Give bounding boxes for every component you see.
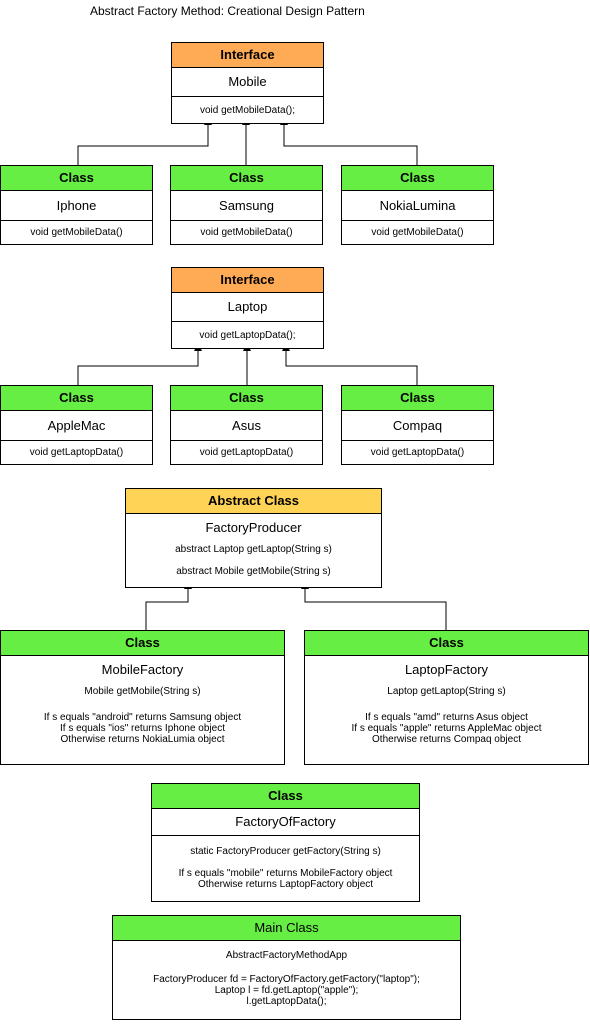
nokialumina-class-method: void getMobileData() — [371, 227, 464, 238]
mobile-factory-name: MobileFactory — [101, 662, 184, 677]
laptop-interface-box: Interface Laptop void getLaptopData(); — [171, 267, 324, 349]
nokialumina-class-stereotype: Class — [342, 166, 493, 191]
mobile-factory-box: Class MobileFactory Mobile getMobile(Str… — [0, 630, 285, 765]
iphone-class-name: Iphone — [1, 191, 152, 221]
laptop-factory-box: Class LaptopFactory Laptop getLaptop(Str… — [304, 630, 589, 765]
asus-class-name: Asus — [171, 411, 322, 441]
laptop-factory-name: LaptopFactory — [404, 662, 489, 677]
main-class-code: FactoryProducer fd = FactoryOfFactory.ge… — [153, 974, 420, 1007]
applemac-class-stereotype: Class — [1, 386, 152, 411]
laptop-interface-stereotype: Interface — [172, 268, 323, 293]
connector-iphone-mobile — [77, 117, 212, 165]
mobile-factory-method: Mobile getMobile(String s) — [84, 686, 201, 697]
mobile-interface-box: Interface Mobile void getMobileData(); — [171, 42, 324, 124]
factory-of-factory-logic: If s equals "mobile" returns MobileFacto… — [178, 868, 393, 890]
mobile-interface-name: Mobile — [172, 68, 323, 97]
factory-producer-box: Abstract Class FactoryProducer abstract … — [125, 488, 382, 588]
main-class-box: Main Class AbstractFactoryMethodApp Fact… — [112, 915, 461, 1020]
samsung-class-box: Class Samsung void getMobileData() — [170, 165, 323, 245]
main-class-stereotype: Main Class — [113, 916, 460, 941]
laptop-factory-method: Laptop getLaptop(String s) — [387, 686, 506, 697]
iphone-class-box: Class Iphone void getMobileData() — [0, 165, 153, 245]
factory-of-factory-method: static FactoryProducer getFactory(String… — [190, 846, 381, 857]
laptop-interface-method: void getLaptopData(); — [199, 330, 296, 341]
applemac-class-name: AppleMac — [1, 411, 152, 441]
factory-producer-stereotype: Abstract Class — [126, 489, 381, 514]
connector-mobilefactory-producer — [145, 581, 192, 630]
compaq-class-box: Class Compaq void getLaptopData() — [341, 385, 494, 465]
factory-of-factory-name: FactoryOfFactory — [152, 809, 419, 836]
factory-producer-method-mobile: abstract Mobile getMobile(String s) — [176, 566, 331, 577]
mobile-interface-method: void getMobileData(); — [199, 105, 296, 116]
laptop-interface-name: Laptop — [172, 293, 323, 322]
nokialumina-class-box: Class NokiaLumina void getMobileData() — [341, 165, 494, 245]
connector-applemac-laptop — [77, 343, 202, 385]
connector-laptopfactory-producer — [301, 581, 447, 630]
factory-of-factory-box: Class FactoryOfFactory static FactoryPro… — [151, 783, 420, 902]
applemac-class-method: void getLaptopData() — [29, 447, 124, 458]
iphone-class-method: void getMobileData() — [30, 227, 123, 238]
asus-class-method: void getLaptopData() — [199, 447, 294, 458]
nokialumina-class-name: NokiaLumina — [342, 191, 493, 221]
mobile-factory-stereotype: Class — [1, 631, 284, 656]
samsung-class-method: void getMobileData() — [200, 227, 293, 238]
compaq-class-stereotype: Class — [342, 386, 493, 411]
compaq-class-method: void getLaptopData() — [370, 447, 465, 458]
laptop-factory-stereotype: Class — [305, 631, 588, 656]
iphone-class-stereotype: Class — [1, 166, 152, 191]
applemac-class-box: Class AppleMac void getLaptopData() — [0, 385, 153, 465]
asus-class-stereotype: Class — [171, 386, 322, 411]
factory-producer-method-laptop: abstract Laptop getLaptop(String s) — [175, 544, 332, 555]
samsung-class-name: Samsung — [171, 191, 322, 221]
diagram-title: Abstract Factory Method: Creational Desi… — [90, 4, 365, 18]
connector-compaq-laptop — [282, 343, 418, 385]
main-class-name: AbstractFactoryMethodApp — [225, 950, 348, 961]
factory-producer-name: FactoryProducer — [205, 520, 302, 535]
samsung-class-stereotype: Class — [171, 166, 322, 191]
compaq-class-name: Compaq — [342, 411, 493, 441]
asus-class-box: Class Asus void getLaptopData() — [170, 385, 323, 465]
factory-of-factory-stereotype: Class — [152, 784, 419, 809]
connector-nokia-mobile — [280, 117, 418, 165]
laptop-factory-logic: If s equals "amd" returns Asus object If… — [351, 712, 542, 745]
mobile-interface-stereotype: Interface — [172, 43, 323, 68]
mobile-factory-logic: If s equals "android" returns Samsung ob… — [43, 712, 242, 745]
